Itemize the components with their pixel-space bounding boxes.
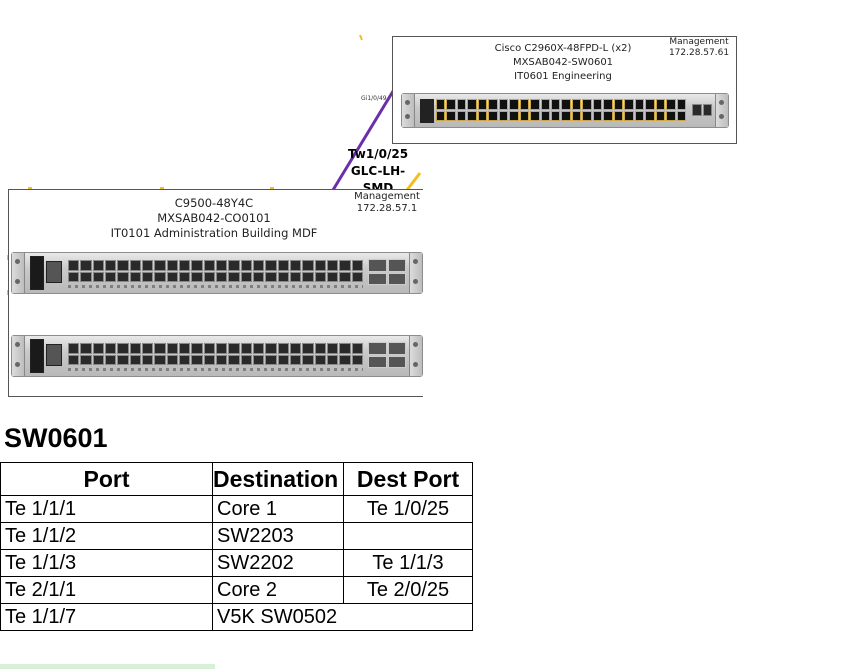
table-row: Te 1/1/1 Core 1 Te 1/0/25 [0, 495, 473, 523]
cell-destination: SW2202 [212, 549, 344, 577]
cell-dest-port [343, 522, 473, 550]
table-row: Te 1/1/2 SW2203 [0, 522, 473, 550]
cell-port: Te 1/1/2 [0, 522, 213, 550]
cell-port: Te 1/1/1 [0, 495, 213, 523]
uplink-port-label: Gi1/0/49 [361, 95, 387, 102]
cell-destination: V5K SW0502 [212, 603, 473, 631]
cell-destination: Core 2 [212, 576, 344, 604]
cell-port: Te 1/1/3 [0, 549, 213, 577]
header-dest-port: Dest Port [343, 462, 473, 496]
bottom-green-bar [0, 664, 215, 669]
table-row: Te 1/1/3 SW2202 Te 1/1/3 [0, 549, 473, 577]
access-switch-model: Cisco C2960X-48FPD-L (x2) [494, 43, 632, 54]
access-switch-chassis [401, 93, 729, 128]
table-row: Te 2/1/1 Core 2 Te 2/0/25 [0, 576, 473, 604]
link-port-label: Tw1/0/25 [347, 147, 409, 161]
core-switch-2-qsfp-ports [368, 342, 406, 368]
core-switch-hostname: MXSAB042-CO0101 [157, 211, 271, 225]
core-switch-chassis-1 [11, 252, 423, 294]
stack-link-yellow [405, 172, 422, 191]
header-destination: Destination [212, 462, 344, 496]
core-switch-box[interactable]: C9500-48Y4C MXSAB042-CO0101 IT0101 Admin… [8, 189, 423, 397]
cell-port: Te 1/1/7 [0, 603, 213, 631]
cell-dest-port: Te 1/1/3 [343, 549, 473, 577]
access-switch-mgmt-label: Management [669, 37, 729, 47]
access-switch-location: IT0601 Engineering [514, 71, 612, 82]
table-header-row: Port Destination Dest Port [0, 462, 473, 496]
core-switch-chassis-2 [11, 335, 423, 377]
access-switch-ports [436, 99, 686, 121]
access-switch-mgmt-ip: 172.28.57.61 [668, 48, 730, 58]
core-switch-1-sfp-ports [68, 260, 363, 282]
access-switch-hostname: MXSAB042-SW0601 [512, 57, 614, 68]
cell-port: Te 2/1/1 [0, 576, 213, 604]
cell-dest-port: Te 2/0/25 [343, 576, 473, 604]
core-switch-location: IT0101 Administration Building MDF [110, 226, 318, 240]
cell-destination: SW2203 [212, 522, 344, 550]
port-table: Port Destination Dest Port Te 1/1/1 Core… [0, 462, 473, 631]
core-switch-model: C9500-48Y4C [174, 196, 254, 210]
cell-dest-port: Te 1/0/25 [343, 495, 473, 523]
core-switch-mgmt-ip: 172.28.57.1 [356, 203, 418, 214]
core-switch-1-qsfp-ports [368, 259, 406, 285]
cell-destination: Core 1 [212, 495, 344, 523]
core-switch-2-sfp-ports [68, 343, 363, 365]
dash-mark [359, 34, 363, 41]
core-switch-mgmt-label: Management [354, 191, 420, 202]
access-switch-box[interactable]: Cisco C2960X-48FPD-L (x2) MXSAB042-SW060… [392, 36, 737, 144]
table-title: SW0601 [4, 423, 108, 453]
header-port: Port [0, 462, 213, 496]
table-row: Te 1/1/7 V5K SW0502 [0, 603, 473, 631]
uplink-line [331, 87, 397, 191]
